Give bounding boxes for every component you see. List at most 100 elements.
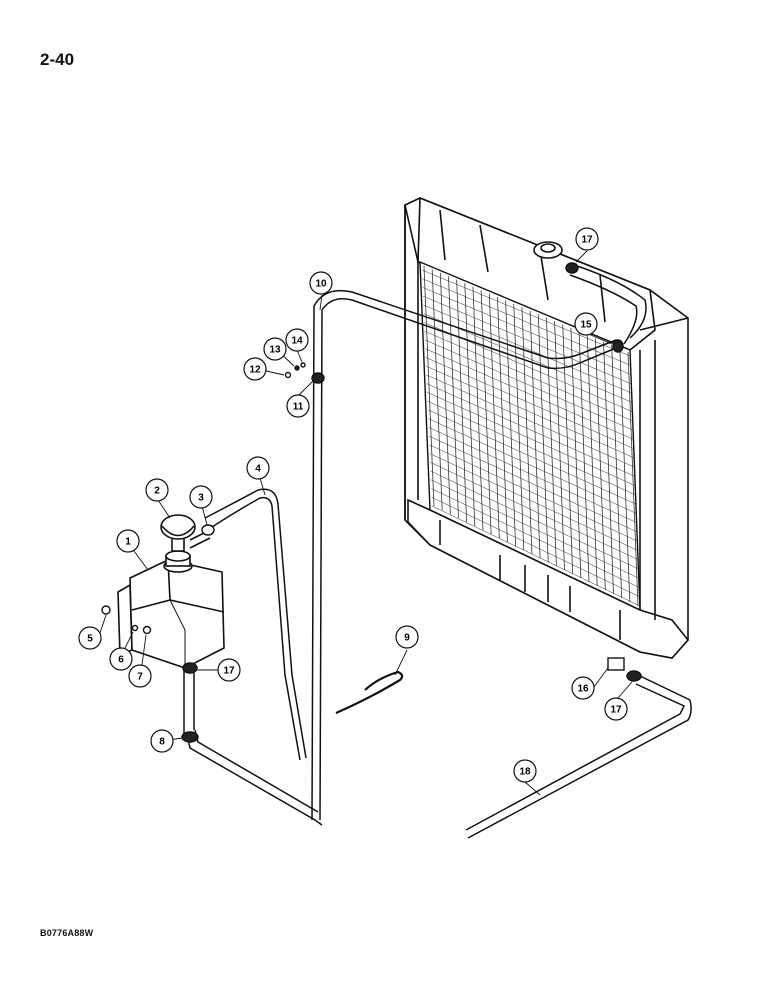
fin-line bbox=[424, 330, 633, 422]
callout-5: 5 bbox=[78, 626, 102, 650]
callout-1: 1 bbox=[116, 529, 140, 553]
hose-18 bbox=[467, 675, 692, 839]
callout-6: 6 bbox=[109, 647, 133, 671]
fin-line bbox=[611, 345, 623, 599]
callout-14: 14 bbox=[285, 328, 309, 352]
callout-8: 8 bbox=[150, 729, 174, 753]
clamp-15 bbox=[612, 339, 624, 353]
nut-14 bbox=[300, 362, 306, 368]
callout-11: 11 bbox=[286, 394, 310, 418]
callout-circle bbox=[128, 664, 152, 688]
callout-label: 5 bbox=[87, 634, 93, 645]
fin-line bbox=[431, 505, 641, 607]
fin-line bbox=[429, 444, 638, 542]
fin-line bbox=[497, 296, 508, 543]
washer-13 bbox=[294, 365, 300, 371]
fin-line bbox=[578, 331, 590, 583]
callout-9: 9 bbox=[395, 625, 419, 649]
washer-4 bbox=[131, 624, 139, 632]
hoses bbox=[183, 264, 692, 839]
fin-line bbox=[424, 339, 634, 431]
clamp-17-drain bbox=[626, 670, 642, 682]
fin-line bbox=[480, 290, 492, 535]
radiator-core-fins bbox=[421, 265, 641, 607]
callout-circle bbox=[150, 729, 174, 753]
callout-label: 4 bbox=[255, 464, 261, 475]
callout-2: 2 bbox=[145, 478, 169, 502]
fin-line bbox=[429, 453, 638, 551]
callout-label: 7 bbox=[137, 672, 143, 683]
callout-4: 4 bbox=[246, 456, 270, 480]
screw-12 bbox=[284, 371, 292, 379]
callout-label: 12 bbox=[249, 365, 261, 376]
callout-circle bbox=[309, 271, 333, 295]
fin-line bbox=[562, 324, 574, 575]
callout-circle bbox=[263, 337, 287, 361]
callout-16: 16 bbox=[571, 676, 595, 700]
fin-line bbox=[427, 392, 636, 486]
callout-label: 9 bbox=[404, 633, 410, 644]
fittings bbox=[101, 262, 642, 743]
fin-line bbox=[431, 488, 640, 588]
callout-circle bbox=[189, 485, 213, 509]
fin-line bbox=[421, 269, 631, 357]
fin-line bbox=[426, 383, 635, 477]
fin-line bbox=[427, 400, 636, 496]
fin-line bbox=[554, 321, 565, 571]
fin-line bbox=[586, 334, 598, 587]
callout-circle bbox=[571, 676, 595, 700]
callout-label: 17 bbox=[223, 666, 235, 677]
callout-label: 13 bbox=[269, 345, 281, 356]
fin-line bbox=[430, 479, 639, 579]
fin-line bbox=[619, 348, 631, 603]
fin-line bbox=[546, 317, 557, 567]
callout-15: 15 bbox=[574, 312, 598, 336]
clip-11 bbox=[311, 372, 325, 384]
reservoir-cap bbox=[160, 514, 196, 552]
callout-3: 3 bbox=[189, 485, 213, 509]
clamp-17-reservoir bbox=[182, 662, 198, 674]
fin-line bbox=[428, 418, 637, 514]
fin-line bbox=[430, 462, 639, 560]
callout-18: 18 bbox=[513, 759, 537, 783]
callout-label: 16 bbox=[577, 684, 589, 695]
fin-line bbox=[505, 300, 516, 547]
fin-line bbox=[427, 409, 637, 505]
callout-label: 11 bbox=[293, 402, 304, 413]
fin-line bbox=[422, 287, 631, 375]
callout-17: 17 bbox=[217, 658, 241, 682]
fin-line bbox=[426, 374, 635, 468]
fin-line bbox=[472, 286, 484, 531]
callout-12: 12 bbox=[243, 357, 267, 381]
callout-17: 17 bbox=[604, 697, 628, 721]
fin-line bbox=[513, 303, 525, 551]
callout-circle bbox=[604, 697, 628, 721]
fin-line bbox=[425, 348, 634, 440]
callout-label: 10 bbox=[315, 279, 327, 290]
callout-circle bbox=[395, 625, 419, 649]
callout-circle bbox=[286, 394, 310, 418]
nut-3 bbox=[101, 605, 111, 615]
fin-line bbox=[448, 276, 459, 519]
fin-line bbox=[425, 357, 634, 449]
callout-circle bbox=[575, 227, 599, 251]
drain-valve-16 bbox=[607, 657, 625, 671]
fin-line bbox=[570, 327, 582, 579]
callout-7: 7 bbox=[128, 664, 152, 688]
fin-line bbox=[423, 295, 632, 385]
callout-label: 18 bbox=[519, 767, 531, 778]
fin-line bbox=[423, 304, 632, 394]
fin-line bbox=[464, 283, 476, 527]
fin-line bbox=[430, 470, 639, 570]
fin-line bbox=[603, 341, 614, 595]
callout-circle bbox=[109, 647, 133, 671]
fin-line bbox=[431, 497, 640, 597]
callout-circle bbox=[513, 759, 537, 783]
callout-label: 15 bbox=[580, 320, 592, 331]
reservoir-outlet-hose bbox=[186, 734, 323, 826]
clamp-17-radiator-top bbox=[565, 262, 579, 274]
hose-7 bbox=[211, 496, 301, 761]
fin-line bbox=[488, 293, 500, 539]
